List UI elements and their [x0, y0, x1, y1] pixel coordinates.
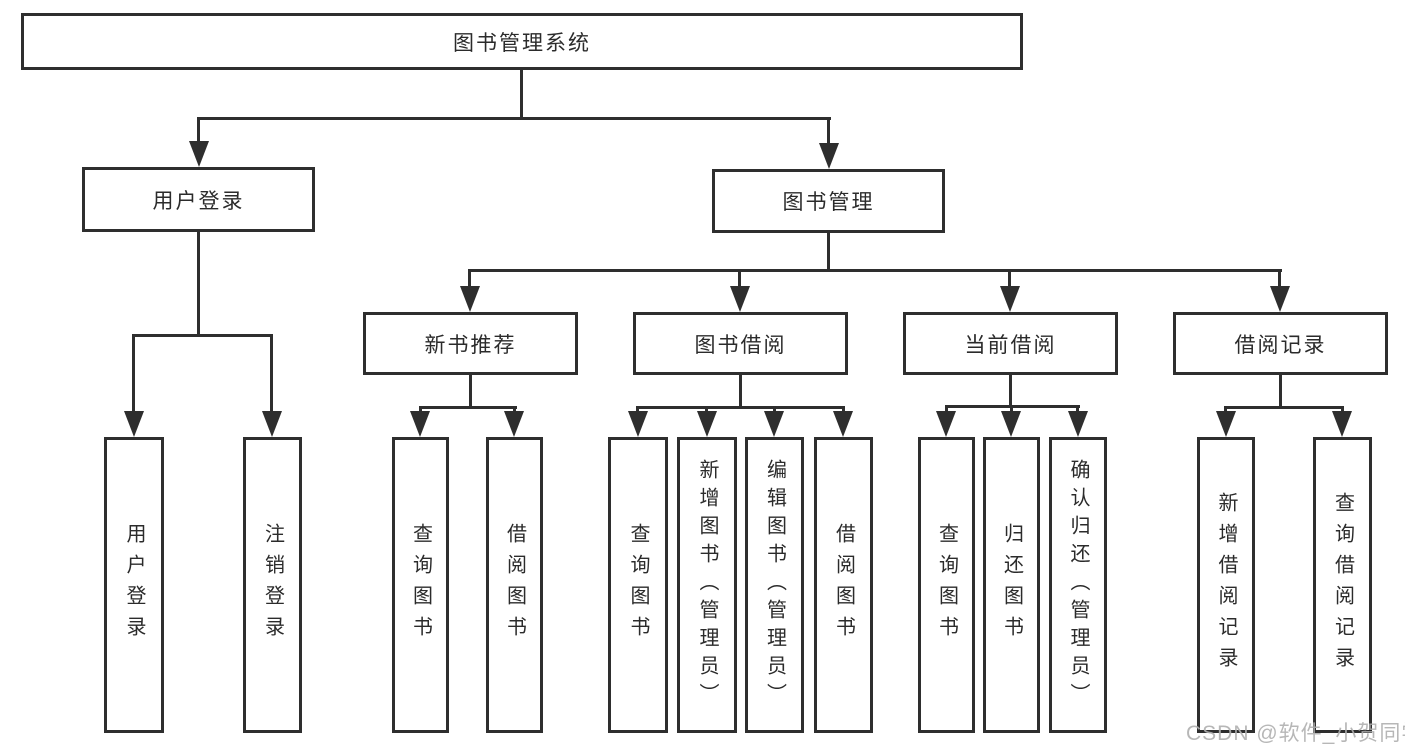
arrowhead-icon — [730, 286, 750, 312]
leaf-nbr-borrow-books: 借阅图书 — [486, 437, 543, 733]
leaf-cb-return-books-label: 归还图书 — [1000, 523, 1023, 647]
leaf-cb-query-books: 查询图书 — [918, 437, 975, 733]
connector-line — [469, 269, 1282, 272]
leaf-user-login: 用户登录 — [104, 437, 164, 733]
connector-line — [270, 334, 273, 415]
connector-line — [738, 269, 741, 289]
leaf-user-login-label: 用户登录 — [123, 523, 145, 647]
connector-line — [1278, 269, 1281, 289]
arrowhead-icon — [833, 411, 853, 437]
arrowhead-icon — [1068, 411, 1088, 437]
node-root-label: 图书管理系统 — [453, 31, 591, 55]
connector-line — [827, 233, 830, 272]
leaf-logout: 注销登录 — [243, 437, 302, 733]
connector-line — [945, 405, 948, 416]
leaf-nbr-borrow-books-label: 借阅图书 — [503, 523, 526, 647]
arrowhead-icon — [764, 411, 784, 437]
node-user-login-label: 用户登录 — [152, 189, 245, 213]
node-current-borrowing: 当前借阅 — [903, 312, 1118, 375]
leaf-bb-add-books-admin: 新增图书（管理员） — [677, 437, 737, 733]
connector-line — [132, 334, 135, 415]
node-root: 图书管理系统 — [21, 13, 1023, 70]
arrowhead-icon — [628, 411, 648, 437]
arrowhead-icon — [697, 411, 717, 437]
leaf-bb-borrow-books-label: 借阅图书 — [832, 523, 855, 647]
node-borrowing-records: 借阅记录 — [1173, 312, 1388, 375]
node-borrowing-records-label: 借阅记录 — [1234, 333, 1327, 357]
connector-line — [1010, 405, 1013, 416]
arrowhead-icon — [1216, 411, 1236, 437]
connector-line — [1279, 374, 1282, 409]
leaf-cb-query-books-label: 查询图书 — [935, 523, 958, 647]
arrowhead-icon — [1332, 411, 1352, 437]
arrowhead-icon — [1001, 411, 1021, 437]
arrowhead-icon — [460, 286, 480, 312]
connector-line — [1008, 269, 1011, 289]
leaf-br-query-record-label: 查询借阅记录 — [1331, 492, 1354, 678]
leaf-bb-edit-books-admin-label: 编辑图书（管理员） — [763, 459, 786, 711]
node-current-borrowing-label: 当前借阅 — [964, 333, 1057, 357]
connector-line — [469, 374, 472, 409]
connector-line — [197, 232, 200, 336]
leaf-bb-add-books-admin-label: 新增图书（管理员） — [696, 459, 718, 711]
arrowhead-icon — [262, 411, 282, 437]
leaf-logout-label: 注销登录 — [261, 523, 284, 647]
leaf-bb-edit-books-admin: 编辑图书（管理员） — [745, 437, 804, 733]
node-new-book-recommend: 新书推荐 — [363, 312, 578, 375]
connector-line — [827, 117, 830, 145]
connector-line — [132, 334, 273, 337]
node-book-management-label: 图书管理 — [782, 191, 875, 214]
leaf-nbr-query-books: 查询图书 — [392, 437, 449, 733]
connector-line — [1009, 374, 1012, 408]
connector-line — [1076, 405, 1079, 416]
connector-line — [636, 406, 845, 409]
arrowhead-icon — [504, 411, 524, 437]
node-book-borrowing: 图书借阅 — [633, 312, 848, 375]
leaf-bb-borrow-books: 借阅图书 — [814, 437, 873, 733]
arrowhead-icon — [819, 143, 839, 169]
connector-line — [1224, 406, 1344, 409]
arrowhead-icon — [410, 411, 430, 437]
connector-line — [468, 269, 471, 289]
arrowhead-icon — [936, 411, 956, 437]
arrowhead-icon — [1270, 286, 1290, 312]
connector-line — [739, 374, 742, 409]
leaf-br-query-record: 查询借阅记录 — [1313, 437, 1372, 733]
node-user-login: 用户登录 — [82, 167, 315, 232]
leaf-cb-confirm-return-admin-label: 确认归还（管理员） — [1067, 459, 1089, 711]
node-book-borrowing-label: 图书借阅 — [694, 333, 787, 357]
arrowhead-icon — [189, 141, 209, 167]
leaf-cb-return-books: 归还图书 — [983, 437, 1040, 733]
node-book-management: 图书管理 — [712, 169, 945, 233]
arrowhead-icon — [1000, 286, 1020, 312]
connector-line — [419, 406, 517, 409]
watermark: CSDN @软件_小贺同学 — [1186, 722, 1405, 745]
leaf-bb-query-books-label: 查询图书 — [627, 523, 649, 647]
leaf-bb-query-books: 查询图书 — [608, 437, 668, 733]
node-new-book-recommend-label: 新书推荐 — [424, 333, 517, 357]
leaf-br-add-record-label: 新增借阅记录 — [1215, 492, 1237, 678]
connector-line — [197, 117, 200, 145]
leaf-cb-confirm-return-admin: 确认归还（管理员） — [1049, 437, 1107, 733]
arrowhead-icon — [124, 411, 144, 437]
leaf-nbr-query-books-label: 查询图书 — [409, 523, 432, 647]
connector-line — [520, 69, 523, 119]
leaf-br-add-record: 新增借阅记录 — [1197, 437, 1255, 733]
connector-line — [197, 117, 831, 120]
